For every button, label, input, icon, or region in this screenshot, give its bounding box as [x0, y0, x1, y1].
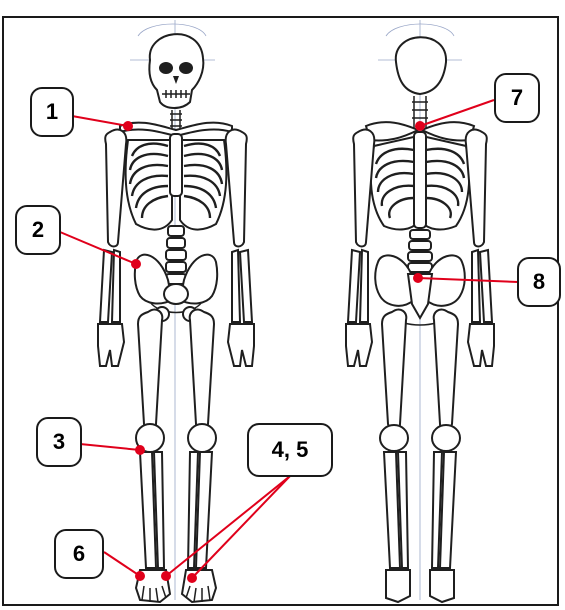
- label-2: 2: [15, 205, 61, 255]
- label-3: 3: [36, 417, 82, 467]
- front-skull: [149, 34, 203, 108]
- front-ribcage: [126, 134, 227, 230]
- front-lumbar-spine: [166, 226, 186, 284]
- front-legs: [136, 310, 216, 602]
- label-8: 8: [517, 257, 561, 307]
- label-4-5: 4, 5: [247, 423, 333, 477]
- label-1: 1: [30, 87, 74, 137]
- back-skull: [396, 37, 446, 94]
- label-7: 7: [494, 73, 540, 123]
- back-ribcage: [371, 132, 469, 229]
- skeleton-front-view: [98, 20, 254, 602]
- back-lumbar-spine: [408, 230, 432, 272]
- label-6: 6: [54, 529, 104, 579]
